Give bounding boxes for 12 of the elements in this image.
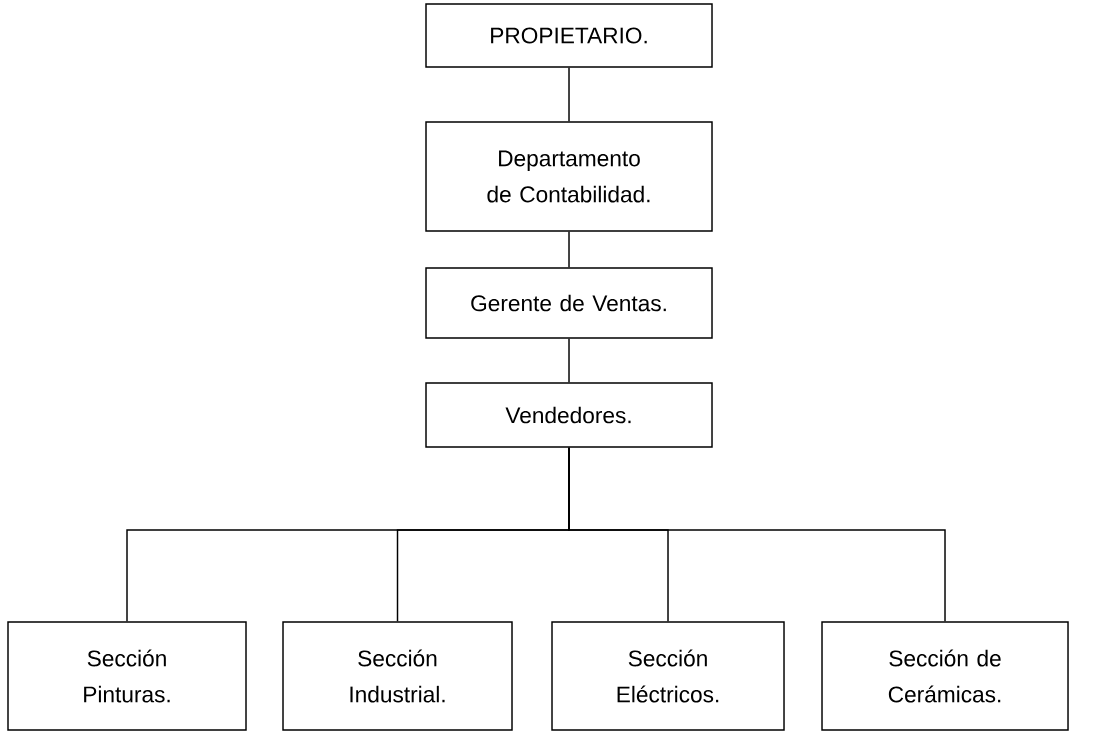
org-box: PROPIETARIO. — [425, 3, 713, 68]
connector-line — [568, 447, 946, 622]
org-box: Sección Industrial. — [282, 621, 513, 731]
connector-line — [568, 231, 570, 268]
connector-line — [568, 338, 570, 383]
connector-line — [568, 67, 570, 122]
org-box: Vendedores. — [425, 382, 713, 448]
org-box: Sección Eléctricos. — [551, 621, 785, 731]
org-box: Departamento de Contabilidad. — [425, 121, 713, 232]
org-box: Sección de Cerámicas. — [821, 621, 1069, 731]
org-box: Sección Pinturas. — [7, 621, 247, 731]
org-box: Gerente de Ventas. — [425, 267, 713, 339]
